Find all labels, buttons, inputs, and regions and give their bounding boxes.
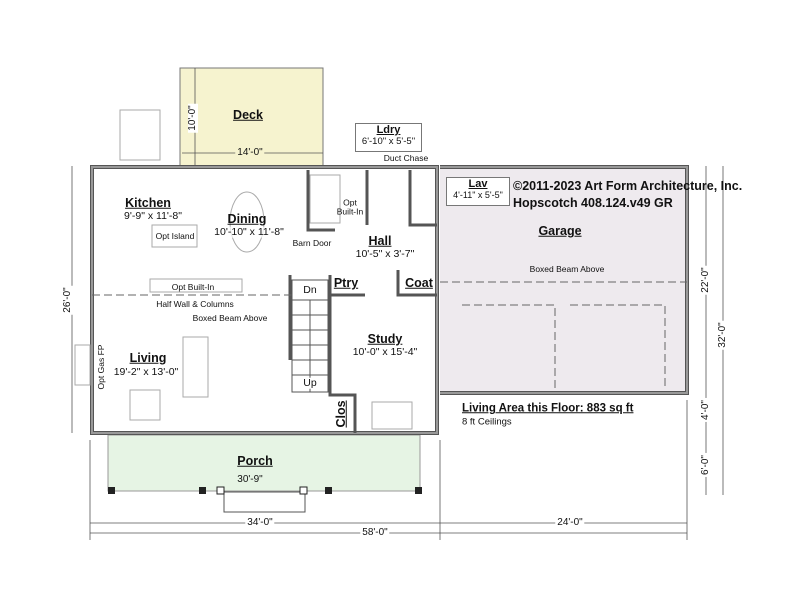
pantry-label: Ptry: [333, 275, 359, 290]
opt-built-in-kitchen: Opt Built-In: [171, 281, 215, 292]
opt-island-label: Opt Island: [155, 230, 195, 241]
dim-bottom-garage: 24'-0": [555, 517, 585, 528]
duct-chase-label: Duct Chase: [383, 152, 429, 163]
dim-left: 26'-0": [62, 285, 73, 315]
hall-size: 10'-5" x 3'-7": [355, 247, 415, 260]
opt-built-in-ldry: Opt Built-In: [336, 197, 364, 216]
porch-columns: [108, 487, 422, 494]
deck-depth: 10'-0": [187, 103, 198, 133]
closet-label: Clos: [333, 400, 348, 428]
dim-right-6: 6'-0": [700, 453, 711, 477]
deck-width: 14'-0": [235, 147, 265, 158]
dim-bottom-house: 34'-0": [245, 517, 275, 528]
coat-label: Coat: [405, 275, 433, 290]
interior-walls: [288, 170, 437, 433]
porch-label: Porch: [237, 453, 273, 468]
dining-size: 10'-10" x 11'-8": [214, 225, 284, 238]
living-label: Living: [129, 350, 167, 365]
ceilings-text: 8 ft Ceilings: [462, 416, 512, 428]
lav-size: 4'-11" x 5'-5": [453, 190, 503, 200]
dim-right-4: 4'-0": [700, 398, 711, 422]
dining-label: Dining: [227, 211, 267, 226]
kitchen-size: 9'-9" x 11'-8": [124, 209, 182, 222]
plan-name: Hopscotch 408.124.v49 GR: [513, 195, 673, 210]
living-area-text: Living Area this Floor: 883 sq ft: [462, 402, 634, 415]
porch-steps: [223, 491, 306, 513]
living-size: 19'-2" x 13'-0": [113, 365, 179, 378]
dim-bottom-total: 58'-0": [360, 527, 390, 538]
opt-gas-fp-label: Opt Gas FP: [95, 344, 106, 390]
copyright-text: ©2011-2023 Art Form Architecture, Inc.: [513, 178, 743, 193]
study-label: Study: [367, 331, 403, 346]
barn-door-label: Barn Door: [292, 237, 332, 248]
ldry-label-box: Ldry 6'-10" x 5'-5": [355, 123, 422, 152]
deck-label: Deck: [233, 107, 263, 122]
dim-right-garage: 22'-0": [700, 265, 711, 295]
boxed-beam-label: Boxed Beam Above: [192, 312, 268, 323]
garage-label: Garage: [538, 223, 582, 238]
stairs-up-label: Up: [303, 376, 317, 389]
lav-label: Lav: [468, 178, 488, 190]
hall-label: Hall: [368, 233, 392, 248]
ldry-size: 6'-10" x 5'-5": [361, 136, 416, 147]
stairs: [291, 279, 329, 393]
study-size: 10'-0" x 15'-4": [352, 345, 418, 358]
lav-label-box: Lav 4'-11" x 5'-5": [446, 177, 510, 206]
kitchen-label: Kitchen: [125, 195, 171, 210]
half-wall-label: Half Wall & Columns: [156, 298, 234, 309]
porch-width: 30'-9": [235, 474, 265, 485]
ldry-label: Ldry: [376, 124, 401, 136]
stairs-down-label: Dn: [303, 283, 317, 296]
dim-right-total: 32'-0": [717, 320, 728, 350]
garage-beam-label: Boxed Beam Above: [529, 263, 605, 274]
